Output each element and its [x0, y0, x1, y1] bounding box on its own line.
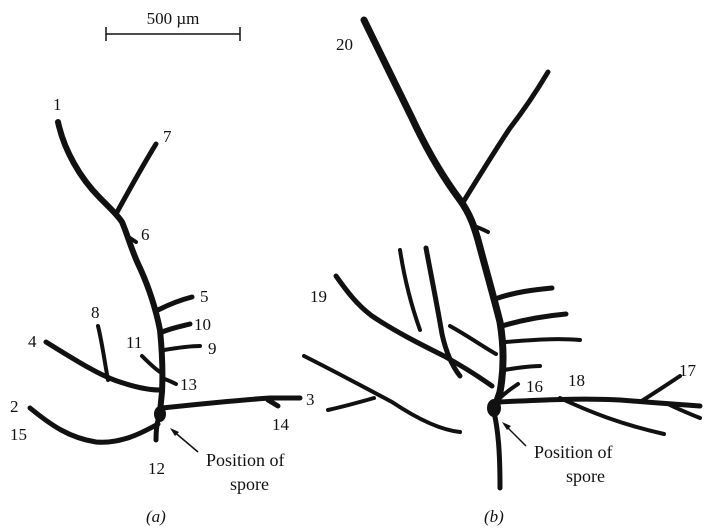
tip-label-13: 13	[180, 375, 197, 394]
panel-b-mycelium	[304, 20, 700, 488]
tip-label-9: 9	[208, 339, 217, 358]
spore-label-a-line1: Position of	[206, 450, 285, 470]
panel-a-mycelium	[30, 122, 300, 442]
spore-label-a-line2: spore	[230, 474, 269, 494]
spore-pointer-b	[502, 422, 526, 446]
spore-a	[154, 406, 166, 422]
scale-bar-label: 500 µm	[147, 9, 200, 28]
tip-label-16: 16	[526, 377, 543, 396]
spore-label-b-line2: spore	[566, 466, 605, 486]
tip-label-14: 14	[272, 415, 290, 434]
panel-a-caption: (a)	[146, 507, 166, 526]
tip-label-11: 11	[126, 333, 142, 352]
tip-label-1: 1	[53, 95, 62, 114]
tip-label-5: 5	[200, 287, 209, 306]
tip-label-2: 2	[10, 397, 19, 416]
spore-b	[487, 399, 501, 417]
scale-bar: 500 µm	[106, 9, 240, 41]
spore-label-b-line1: Position of	[534, 442, 613, 462]
tip-label-17: 17	[679, 361, 697, 380]
spore-pointer-a	[170, 428, 198, 452]
tip-label-15: 15	[10, 425, 27, 444]
tip-label-3: 3	[306, 390, 315, 409]
tip-label-20: 20	[336, 35, 353, 54]
panel-b-caption: (b)	[484, 507, 504, 526]
tip-label-12: 12	[148, 459, 165, 478]
tip-label-7: 7	[163, 127, 172, 146]
tip-label-10: 10	[194, 315, 211, 334]
tip-label-18: 18	[568, 371, 585, 390]
tip-label-6: 6	[141, 225, 150, 244]
tip-label-19: 19	[310, 287, 327, 306]
tip-label-4: 4	[28, 332, 37, 351]
tip-label-8: 8	[91, 303, 100, 322]
